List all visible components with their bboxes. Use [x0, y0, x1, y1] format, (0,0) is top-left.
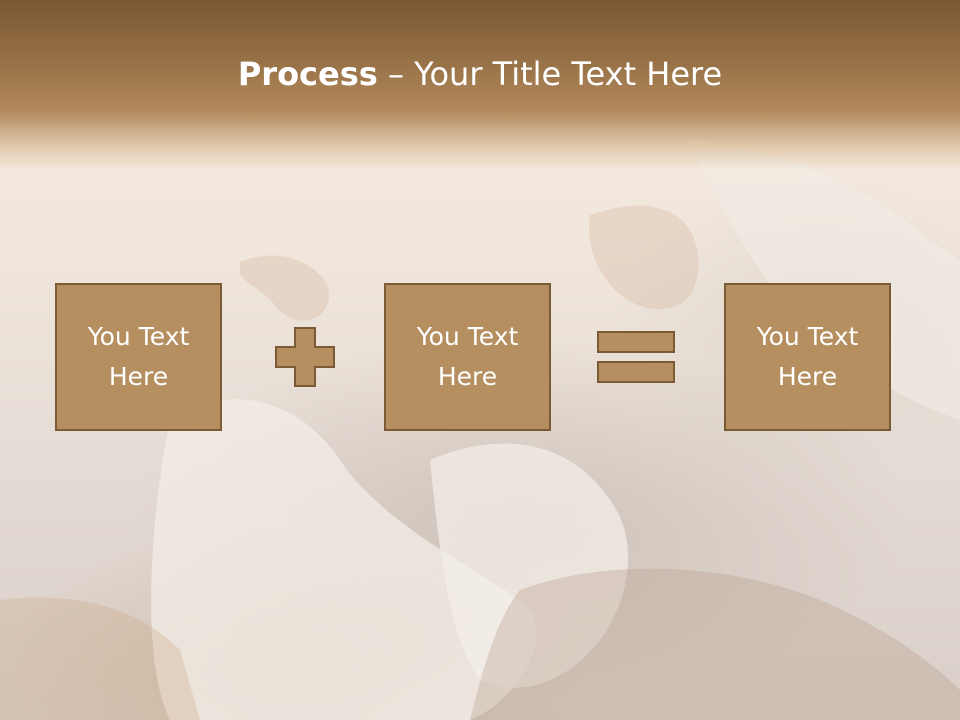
title-rest: Your Title Text Here: [414, 55, 723, 93]
equals-icon: [597, 331, 675, 383]
process-box-2[interactable]: You Text Here: [384, 283, 551, 431]
process-box-1-text: You Text Here: [87, 322, 190, 391]
slide-title: Process – Your Title Text Here: [0, 52, 960, 96]
title-bold: Process: [237, 55, 378, 93]
plus-icon: [275, 327, 335, 387]
process-box-3[interactable]: You Text Here: [724, 283, 891, 431]
title-band: [0, 0, 960, 170]
title-separator: –: [377, 55, 415, 93]
process-box-3-text: You Text Here: [756, 322, 859, 391]
process-box-1[interactable]: You Text Here: [55, 283, 222, 431]
process-box-2-text: You Text Here: [416, 322, 519, 391]
